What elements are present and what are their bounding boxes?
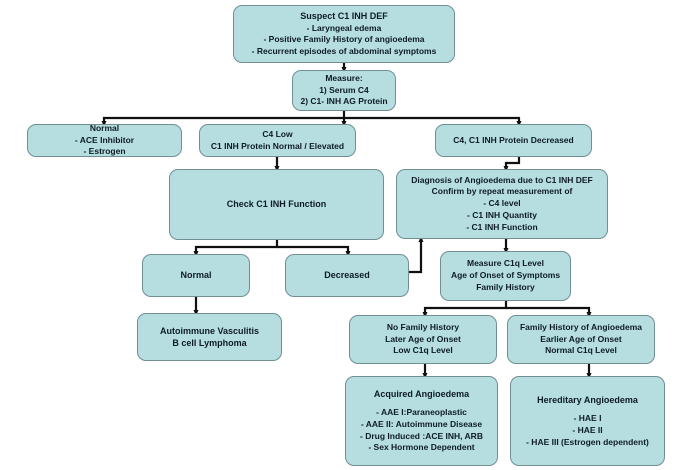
node-measure[interactable]: Measure: 1) Serum C4 2) C1- INH AG Prote… bbox=[292, 70, 396, 111]
node-line: - Estrogen bbox=[83, 146, 126, 157]
edge-decreased-diagnosis bbox=[503, 157, 521, 172]
node-c4-c1-inh-protein-decreased[interactable]: C4, C1 INH Protein Decreased bbox=[435, 124, 592, 157]
node-line: Family History bbox=[476, 281, 535, 292]
node-line: - HAE I bbox=[573, 413, 602, 424]
edge-c1q-family bbox=[506, 306, 592, 318]
node-line: - C1 INH Quantity bbox=[467, 209, 537, 220]
edge-check-normal bbox=[193, 240, 279, 257]
node-line: 2) C1- INH AG Protein bbox=[300, 96, 388, 107]
node-line: - Positive Family History of angioedema bbox=[263, 34, 425, 45]
node-line: Measure C1q Level bbox=[466, 258, 544, 269]
node-hereditary-angioedema[interactable]: Hereditary Angioedema - HAE I - HAE II -… bbox=[510, 376, 665, 466]
node-line: Acquired Angioedema bbox=[373, 388, 470, 399]
node-line: - HAE III (Estrogen dependent) bbox=[526, 436, 649, 447]
node-line: - Recurrent episodes of abdominal sympto… bbox=[251, 46, 437, 57]
edge-measure-normal bbox=[101, 111, 346, 127]
node-function-normal[interactable]: Normal bbox=[142, 254, 250, 297]
node-suspect-c1-inh-def[interactable]: Suspect C1 INH DEF - Laryngeal edema - P… bbox=[233, 5, 455, 63]
edge-c1q-nofamily bbox=[422, 301, 508, 318]
node-family-history-of-angioedema[interactable]: Family History of Angioedema Earlier Age… bbox=[507, 315, 655, 364]
node-line: B cell Lymphoma bbox=[172, 338, 247, 348]
node-line: - Drug Induced :ACE INH, ARB bbox=[360, 430, 483, 441]
node-line: Check C1 INH Function bbox=[226, 199, 327, 210]
node-line: Measure: bbox=[325, 72, 363, 83]
node-line: Normal C1q Level bbox=[545, 345, 617, 356]
node-line: Suspect C1 INH DEF bbox=[300, 11, 388, 22]
node-autoimmune-vasculitis[interactable]: Autoimmune Vasculitis B cell Lymphoma bbox=[137, 313, 282, 361]
edge-check-decreased bbox=[277, 245, 351, 257]
node-line: Age of Onset of Symptoms bbox=[450, 270, 561, 281]
node-line: - C1 INH Function bbox=[466, 221, 538, 232]
node-line: Earlier Age of Onset bbox=[540, 333, 622, 344]
node-line: - Sex Hormone Dependent bbox=[368, 442, 475, 453]
node-line: Decreased bbox=[324, 270, 370, 281]
node-acquired-angioedema[interactable]: Acquired Angioedema - AAE I:Paraneoplast… bbox=[345, 376, 498, 466]
node-line: C4, C1 INH Protein Decreased bbox=[453, 134, 574, 145]
node-function-decreased[interactable]: Decreased bbox=[285, 254, 409, 297]
node-line: - HAE II bbox=[572, 424, 603, 435]
node-line: Low C1q Level bbox=[393, 345, 453, 356]
node-line: - Laryngeal edema bbox=[306, 22, 382, 33]
node-line: 1) Serum C4 bbox=[319, 84, 369, 95]
node-line: Autoimmune Vasculitis bbox=[159, 325, 260, 336]
node-line: Confirm by repeat measurement of bbox=[431, 186, 573, 197]
node-check-c1-inh-function[interactable]: Check C1 INH Function bbox=[169, 169, 384, 240]
node-no-family-history[interactable]: No Family History Later Age of Onset Low… bbox=[349, 315, 497, 364]
node-normal-ace-inhibitor[interactable]: Normal - ACE Inhibitor - Estrogen bbox=[27, 122, 182, 157]
node-line: - C4 level bbox=[483, 198, 521, 209]
node-line: Diagnosis of Angioedema due to C1 INH DE… bbox=[411, 174, 593, 185]
node-line: Hereditary Angioedema bbox=[537, 394, 638, 405]
node-measure-c1q-level[interactable]: Measure C1q Level Age of Onset of Sympto… bbox=[440, 251, 571, 301]
node-line: Normal bbox=[180, 270, 212, 281]
node-line: C4 Low bbox=[262, 128, 293, 139]
node-line: - AAE II: Autoimmune Disease bbox=[360, 418, 483, 429]
node-c4-low[interactable]: C4 Low C1 INH Protein Normal / Elevated bbox=[199, 124, 356, 157]
node-line: Normal bbox=[89, 122, 120, 133]
edge-decreased-to-diagnosis bbox=[409, 236, 424, 274]
node-line: - ACE Inhibitor bbox=[74, 134, 135, 145]
node-line: No Family History bbox=[386, 321, 460, 332]
node-line: C1 INH Protein Normal / Elevated bbox=[210, 140, 345, 151]
node-line: Later Age of Onset bbox=[385, 333, 461, 344]
node-line: Family History of Angioedema bbox=[519, 321, 642, 332]
node-line: - AAE I:Paraneoplastic bbox=[376, 407, 467, 418]
node-diagnosis-of-angioedema[interactable]: Diagnosis of Angioedema due to C1 INH DE… bbox=[396, 169, 608, 239]
